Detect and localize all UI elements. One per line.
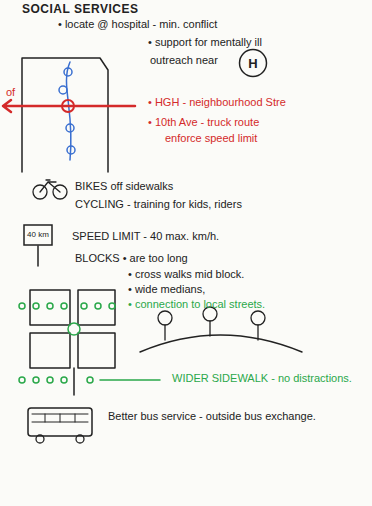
bike-frame	[40, 180, 60, 192]
note-text: BLOCKS • are too long	[75, 252, 188, 265]
page-title: SOCIAL SERVICES	[22, 2, 138, 16]
green-dot	[87, 377, 93, 383]
block-outline	[22, 58, 108, 172]
note-text: outreach near	[150, 54, 218, 67]
green-dot	[95, 303, 101, 309]
note-text: • cross walks mid block.	[128, 268, 244, 281]
street-arrow	[3, 100, 135, 112]
green-dot	[19, 303, 25, 309]
note-text: WIDER SIDEWALK - no distractions.	[172, 372, 352, 385]
node-text: 40 km	[23, 230, 53, 240]
route-point	[67, 146, 75, 154]
green-dot	[81, 303, 87, 309]
route-point	[59, 86, 67, 94]
note-text: of	[6, 86, 15, 99]
hospital-symbol: H	[238, 48, 268, 78]
green-dot	[61, 377, 67, 383]
tree	[251, 311, 265, 325]
note-text: • HGH - neighbourhood Stre	[148, 96, 286, 109]
note-text: Better bus service - outside bus exchang…	[108, 410, 316, 423]
route-point	[66, 124, 74, 132]
street-section	[140, 335, 302, 352]
green-dot	[61, 303, 67, 309]
note-text: CYCLING - training for kids, riders	[75, 198, 242, 211]
green-dot	[33, 303, 39, 309]
green-node	[68, 323, 80, 335]
sign-outline	[24, 225, 52, 245]
green-dot	[109, 303, 115, 309]
note-text: BIKES off sidewalks	[75, 180, 173, 193]
green-dots	[19, 303, 160, 383]
node-text: H	[238, 56, 268, 71]
note-text: • 10th Ave - truck route	[148, 116, 259, 129]
note-text: SPEED LIMIT - 40 max. km/h.	[72, 230, 219, 243]
note-text: • connection to local streets.	[128, 298, 265, 311]
bus-wheel	[76, 435, 84, 443]
green-dot	[47, 303, 53, 309]
bus-wheel	[36, 435, 44, 443]
tree	[158, 311, 172, 325]
note-text: • locate @ hospital - min. conflict	[58, 18, 217, 31]
speed-sign: 40 km	[23, 224, 53, 246]
sign-pole	[37, 246, 39, 266]
note-text: • wide medians,	[128, 283, 205, 296]
green-dot	[19, 377, 25, 383]
note-text: enforce speed limit	[165, 132, 257, 145]
note-text: • support for mentally ill	[148, 36, 262, 49]
bus-windows	[32, 414, 88, 422]
bus-body	[28, 408, 92, 436]
green-line	[100, 379, 160, 381]
green-dot	[47, 377, 53, 383]
route-point	[64, 68, 72, 76]
green-dot	[33, 377, 39, 383]
